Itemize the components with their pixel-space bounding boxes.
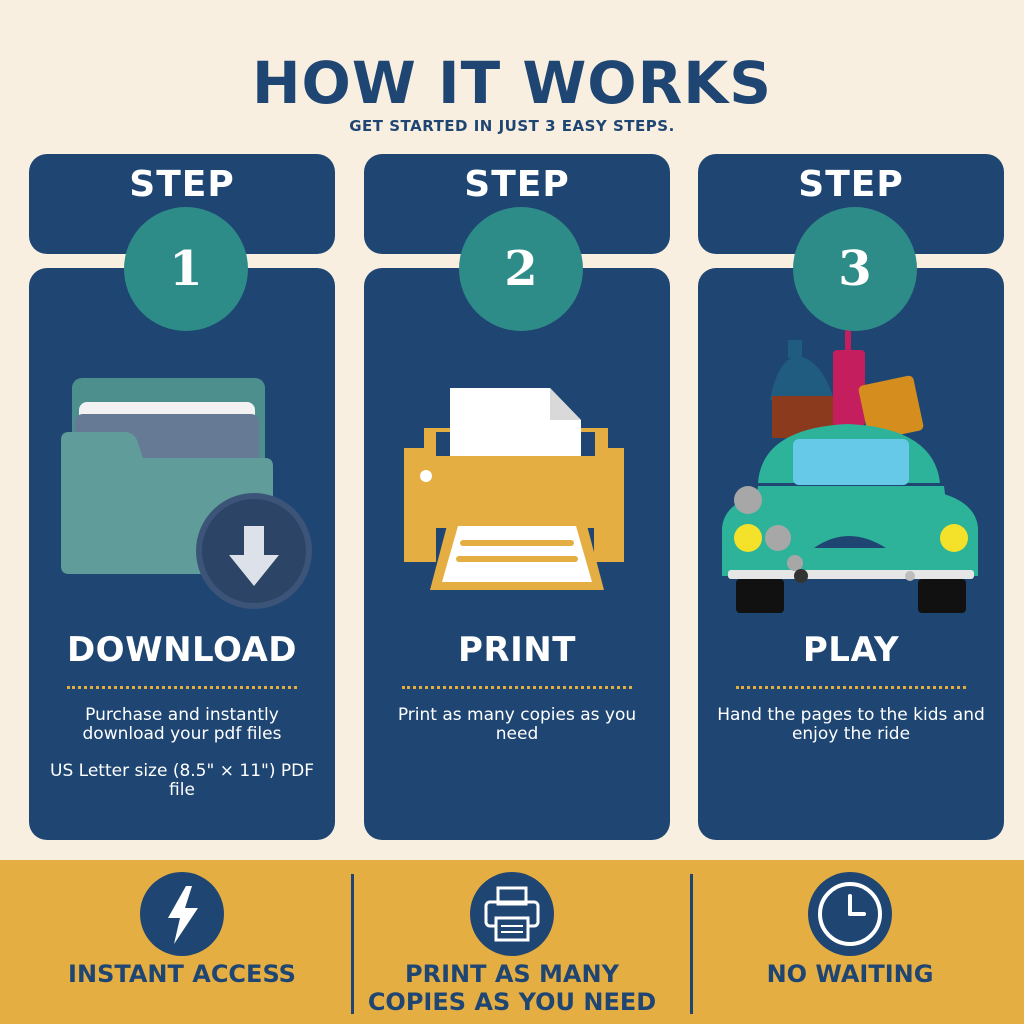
step-3-card: PLAY Hand the pages to the kids and enjo… — [698, 268, 1004, 840]
step-1-desc-line: US Letter size (8.5" × 11") PDF file — [50, 761, 314, 800]
page-title: HOW IT WORKS — [251, 49, 772, 117]
step-2-card: PRINT Print as many copies as you need — [364, 268, 670, 840]
step-1-number-badge: 1 — [124, 207, 248, 331]
step-1-label: STEP — [129, 164, 235, 205]
printer-icon — [470, 872, 554, 956]
printer-icon — [364, 358, 670, 628]
feature-label: INSTANT ACCESS — [68, 960, 296, 988]
feature-instant-access: INSTANT ACCESS — [12, 860, 352, 1024]
step-3-divider — [736, 686, 966, 689]
feature-print-copies: PRINT AS MANY COPIES AS YOU NEED — [342, 860, 682, 1024]
step-1-card: DOWNLOAD Purchase and instantly download… — [29, 268, 335, 840]
feature-divider — [351, 874, 354, 1014]
step-2-desc-line: Print as many copies as you need — [397, 705, 637, 744]
step-1-description: Purchase and instantly download your pdf… — [47, 706, 317, 818]
feature-no-waiting: NO WAITING — [680, 860, 1020, 1024]
step-1-desc-line: Purchase and instantly download your pdf… — [82, 705, 282, 744]
feature-label: NO WAITING — [766, 960, 934, 988]
step-2-heading: PRINT — [458, 630, 576, 670]
step-3-number-badge: 3 — [793, 207, 917, 331]
step-3-desc-line: Hand the pages to the kids and enjoy the… — [717, 705, 985, 744]
step-3-label: STEP — [798, 164, 904, 205]
step-2-divider — [402, 686, 632, 689]
step-3-header: STEP — [698, 154, 1004, 254]
page-subtitle: GET STARTED IN JUST 3 EASY STEPS. — [349, 117, 675, 135]
clock-icon — [808, 872, 892, 956]
feature-divider — [690, 874, 693, 1014]
features-bar: INSTANT ACCESS PRINT AS MANY COPIES AS Y… — [0, 860, 1024, 1024]
feature-label: PRINT AS MANY COPIES AS YOU NEED — [367, 960, 657, 1016]
step-3-description: Hand the pages to the kids and enjoy the… — [716, 706, 986, 762]
car-luggage-icon — [698, 318, 1004, 613]
step-1-divider — [67, 686, 297, 689]
folder-download-icon — [29, 358, 335, 628]
step-2-label: STEP — [464, 164, 570, 205]
step-1-heading: DOWNLOAD — [66, 630, 298, 670]
step-2-description: Print as many copies as you need — [382, 706, 652, 762]
step-2-number-badge: 2 — [459, 207, 583, 331]
lightning-icon — [140, 872, 224, 956]
step-3-heading: PLAY — [802, 630, 900, 670]
